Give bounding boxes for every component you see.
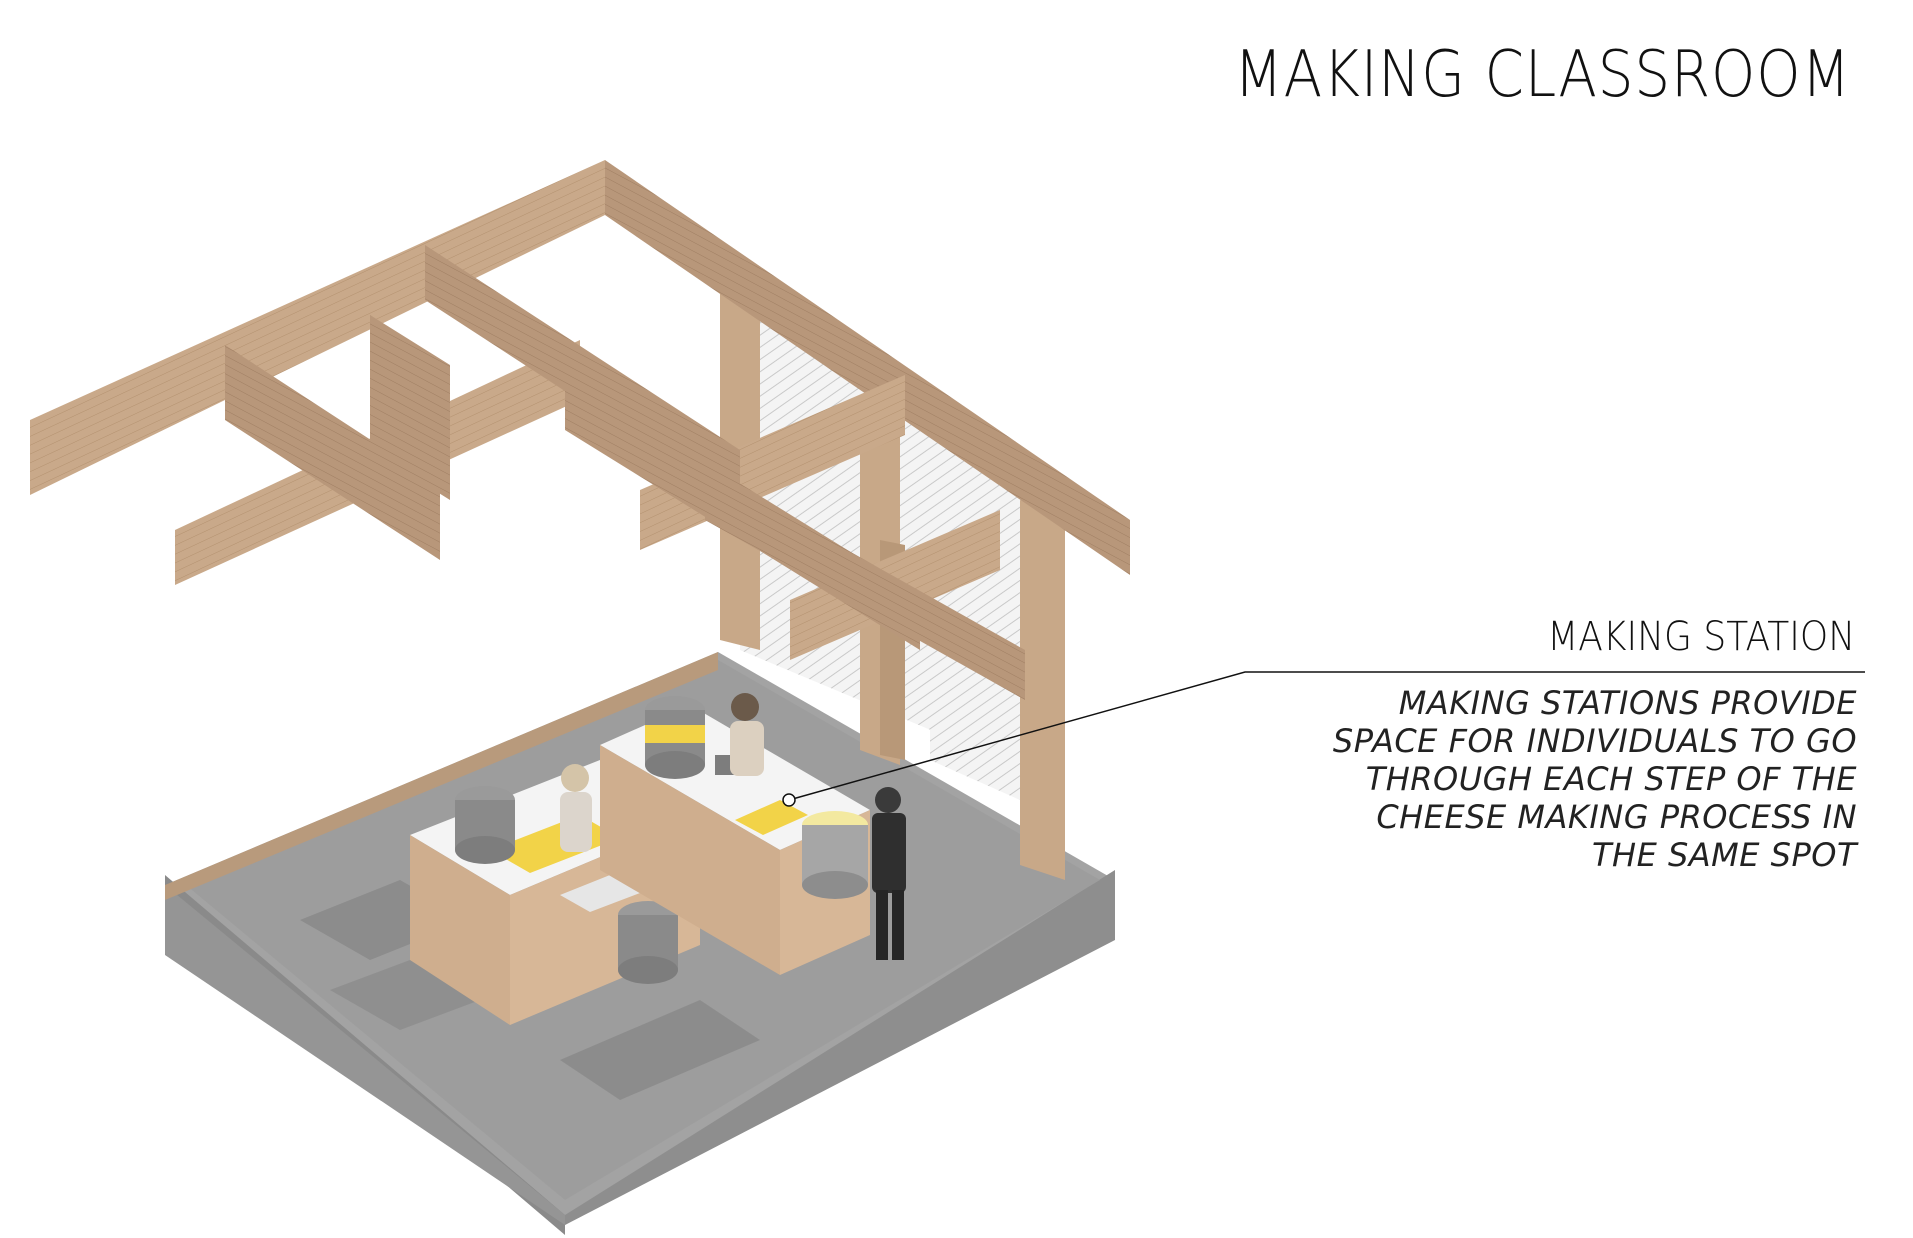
back-wall bbox=[165, 652, 718, 900]
callout-line: SPACE FOR INDIVIDUALS TO GO bbox=[1332, 722, 1857, 760]
page-title: MAKING CLASSROOM bbox=[1234, 38, 1851, 112]
person-man-right bbox=[872, 787, 906, 960]
making-counter-right bbox=[600, 696, 870, 975]
person-boy-back bbox=[730, 693, 764, 776]
callout-line: THROUGH EACH STEP OF THE bbox=[1365, 760, 1857, 798]
callout-line: MAKING STATIONS PROVIDE bbox=[1398, 684, 1857, 722]
callout-line: CHEESE MAKING PROCESS IN bbox=[1376, 798, 1857, 836]
callout-heading: MAKING STATION bbox=[1547, 614, 1855, 660]
person-woman-left bbox=[560, 764, 592, 852]
callout-line: THE SAME SPOT bbox=[1591, 836, 1857, 874]
callout-body: MAKING STATIONS PROVIDE SPACE FOR INDIVI… bbox=[1297, 684, 1857, 874]
roof-beams bbox=[30, 160, 1130, 700]
callout-leader bbox=[782, 671, 1865, 807]
people bbox=[560, 693, 906, 960]
